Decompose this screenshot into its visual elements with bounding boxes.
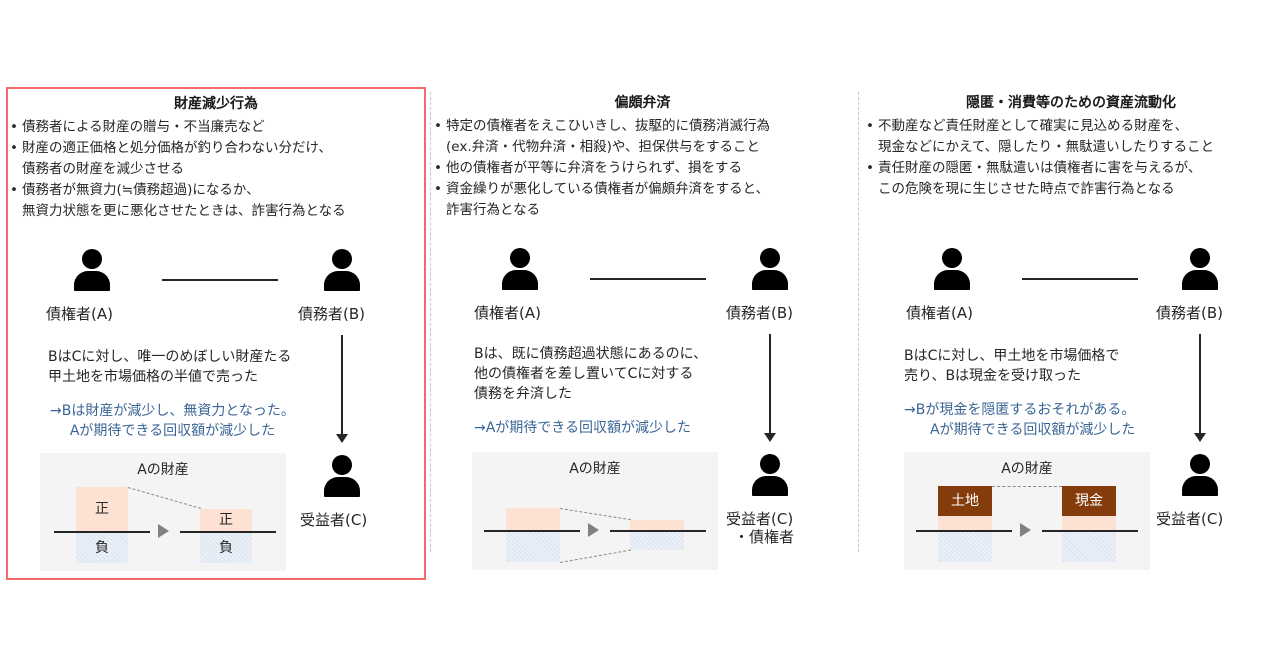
- relation-line: [162, 279, 278, 281]
- case-description: BはCに対し、甲土地を市場価格で 売り、Bは現金を受け取った: [904, 348, 1120, 384]
- bullet-item: 不動産など責任財産として確実に見込める財産を、 現金などにかえて、隠したり・無駄…: [864, 116, 1280, 158]
- cash-asset-tag: 現金: [1062, 486, 1116, 516]
- positive-asset-before: 正: [76, 487, 128, 531]
- bullet-list: 不動産など責任財産として確実に見込める財産を、 現金などにかえて、隠したり・無駄…: [864, 116, 1280, 200]
- baseline-after: [610, 530, 706, 532]
- transfer-arrow-icon: [336, 335, 348, 443]
- asset-diagram: Aの財産 土地 現金: [904, 452, 1150, 570]
- debtor-label: 債務者(B): [298, 305, 365, 323]
- creditor-label: 債権者(A): [474, 304, 541, 322]
- baseline-before: [484, 530, 580, 532]
- debtor-label: 債務者(B): [726, 304, 793, 322]
- relation-line: [590, 278, 706, 280]
- beneficiary-sublabel: ・債権者: [734, 528, 795, 546]
- bullet-item: 資金繰りが悪化している債権者が偏頗弁済をすると、 詐害行為となる: [432, 179, 855, 221]
- panel-title: 隠匿・消費等のための資産流動化: [966, 95, 1176, 111]
- asset-title: Aの財産: [1001, 461, 1053, 477]
- positive-asset-after: [1062, 516, 1116, 530]
- reduction-dash-line-top: [559, 508, 632, 521]
- negative-asset-before: [506, 532, 560, 562]
- bullet-item: 財産の適正価格と処分価格が釣り合わない分だけ、 債務者の財産を減少させる: [8, 138, 424, 180]
- bullet-item: 債務者が無資力(≒債務超過)になるか、 無資力状態を更に悪化させたときは、詐害行…: [8, 180, 424, 222]
- case-result-note: →Bは財産が減少し、無資力となった。 Aが期待できる回収額が減少した: [50, 403, 295, 439]
- creditor-person-icon: [72, 249, 112, 291]
- case-description: Bは、既に債務超過状態にあるのに、 他の債権者を差し置いてCに対する 債務を弁済…: [474, 346, 708, 402]
- debtor-person-icon: [322, 249, 362, 291]
- arrow-right-icon: [1020, 523, 1031, 537]
- bullet-list: 特定の債権者をえこひいきし、抜駆的に債務消滅行為 (ex.弁済・代物弁済・相殺)…: [432, 116, 855, 221]
- transfer-arrow-icon: [1194, 334, 1206, 442]
- transfer-arrow-icon: [764, 334, 776, 442]
- asset-title: Aの財産: [137, 462, 189, 478]
- bullet-list: 債務者による財産の贈与・不当廉売など 財産の適正価格と処分価格が釣り合わない分だ…: [8, 117, 424, 222]
- panel-preferential-payment: 偏頗弁済 特定の債権者をえこひいきし、抜駆的に債務消滅行為 (ex.弁済・代物弁…: [430, 88, 855, 578]
- panel-property-reduction: 財産減少行為 債務者による財産の贈与・不当廉売など 財産の適正価格と処分価格が釣…: [6, 87, 426, 580]
- case-result-note: →Bが現金を隠匿するおそれがある。 Aが期待できる回収額が減少した: [904, 402, 1136, 438]
- creditor-person-icon: [500, 248, 540, 290]
- conversion-dash-line: [992, 486, 1062, 487]
- beneficiary-label: 受益者(C): [1156, 510, 1224, 528]
- panel-asset-liquidation: 隠匿・消費等のための資産流動化 不動産など責任財産として確実に見込める財産を、 …: [862, 88, 1280, 578]
- positive-asset-before: [938, 516, 992, 530]
- negative-asset-after: [1062, 532, 1116, 562]
- land-asset-tag: 土地: [938, 486, 992, 516]
- debtor-label: 債務者(B): [1156, 304, 1223, 322]
- creditor-label: 債権者(A): [906, 304, 973, 322]
- beneficiary-label: 受益者(C): [726, 510, 794, 528]
- reduction-dash-line: [127, 487, 202, 509]
- baseline-before: [916, 530, 1012, 532]
- baseline-before: [54, 531, 150, 533]
- case-result-note: →Aが期待できる回収額が減少した: [474, 420, 692, 436]
- creditor-person-icon: [932, 248, 972, 290]
- negative-asset-after: [630, 532, 684, 550]
- debtor-person-icon: [750, 248, 790, 290]
- beneficiary-label: 受益者(C): [300, 511, 368, 529]
- case-description: BはCに対し、唯一のめぼしい財産たる 甲土地を市場価格の半値で売った: [48, 349, 292, 385]
- positive-asset-before: [506, 508, 560, 530]
- negative-asset-before: 負: [76, 533, 128, 563]
- bullet-item: 他の債権者が平等に弁済をうけられず、損をする: [432, 158, 855, 179]
- negative-asset-before: [938, 532, 992, 562]
- bullet-item: 特定の債権者をえこひいきし、抜駆的に債務消滅行為 (ex.弁済・代物弁済・相殺)…: [432, 116, 855, 158]
- baseline-after: [180, 531, 276, 533]
- asset-diagram: Aの財産: [472, 452, 718, 570]
- panel-title: 財産減少行為: [174, 96, 258, 112]
- bullet-item: 責任財産の隠匿・無駄遣いは債権者に害を与えるが、 この危険を現に生じさせた時点で…: [864, 158, 1280, 200]
- negative-asset-after: 負: [200, 533, 252, 563]
- reduction-dash-line-bottom: [560, 549, 632, 563]
- debtor-person-icon: [1180, 248, 1220, 290]
- relation-line: [1022, 278, 1138, 280]
- panel-title: 偏頗弁済: [614, 95, 671, 111]
- baseline-after: [1042, 530, 1138, 532]
- bullet-item: 債務者による財産の贈与・不当廉売など: [8, 117, 424, 138]
- panel-divider: [858, 92, 859, 552]
- panel-divider: [430, 92, 431, 552]
- arrow-right-icon: [158, 524, 169, 538]
- beneficiary-person-icon: [1180, 454, 1220, 496]
- asset-title: Aの財産: [569, 461, 621, 477]
- arrow-right-icon: [588, 523, 599, 537]
- positive-asset-after: 正: [200, 509, 252, 531]
- beneficiary-person-icon: [322, 455, 362, 497]
- creditor-label: 債権者(A): [46, 305, 113, 323]
- beneficiary-person-icon: [750, 454, 790, 496]
- asset-diagram: Aの財産 正 負 正 負: [40, 453, 286, 571]
- positive-asset-after: [630, 520, 684, 530]
